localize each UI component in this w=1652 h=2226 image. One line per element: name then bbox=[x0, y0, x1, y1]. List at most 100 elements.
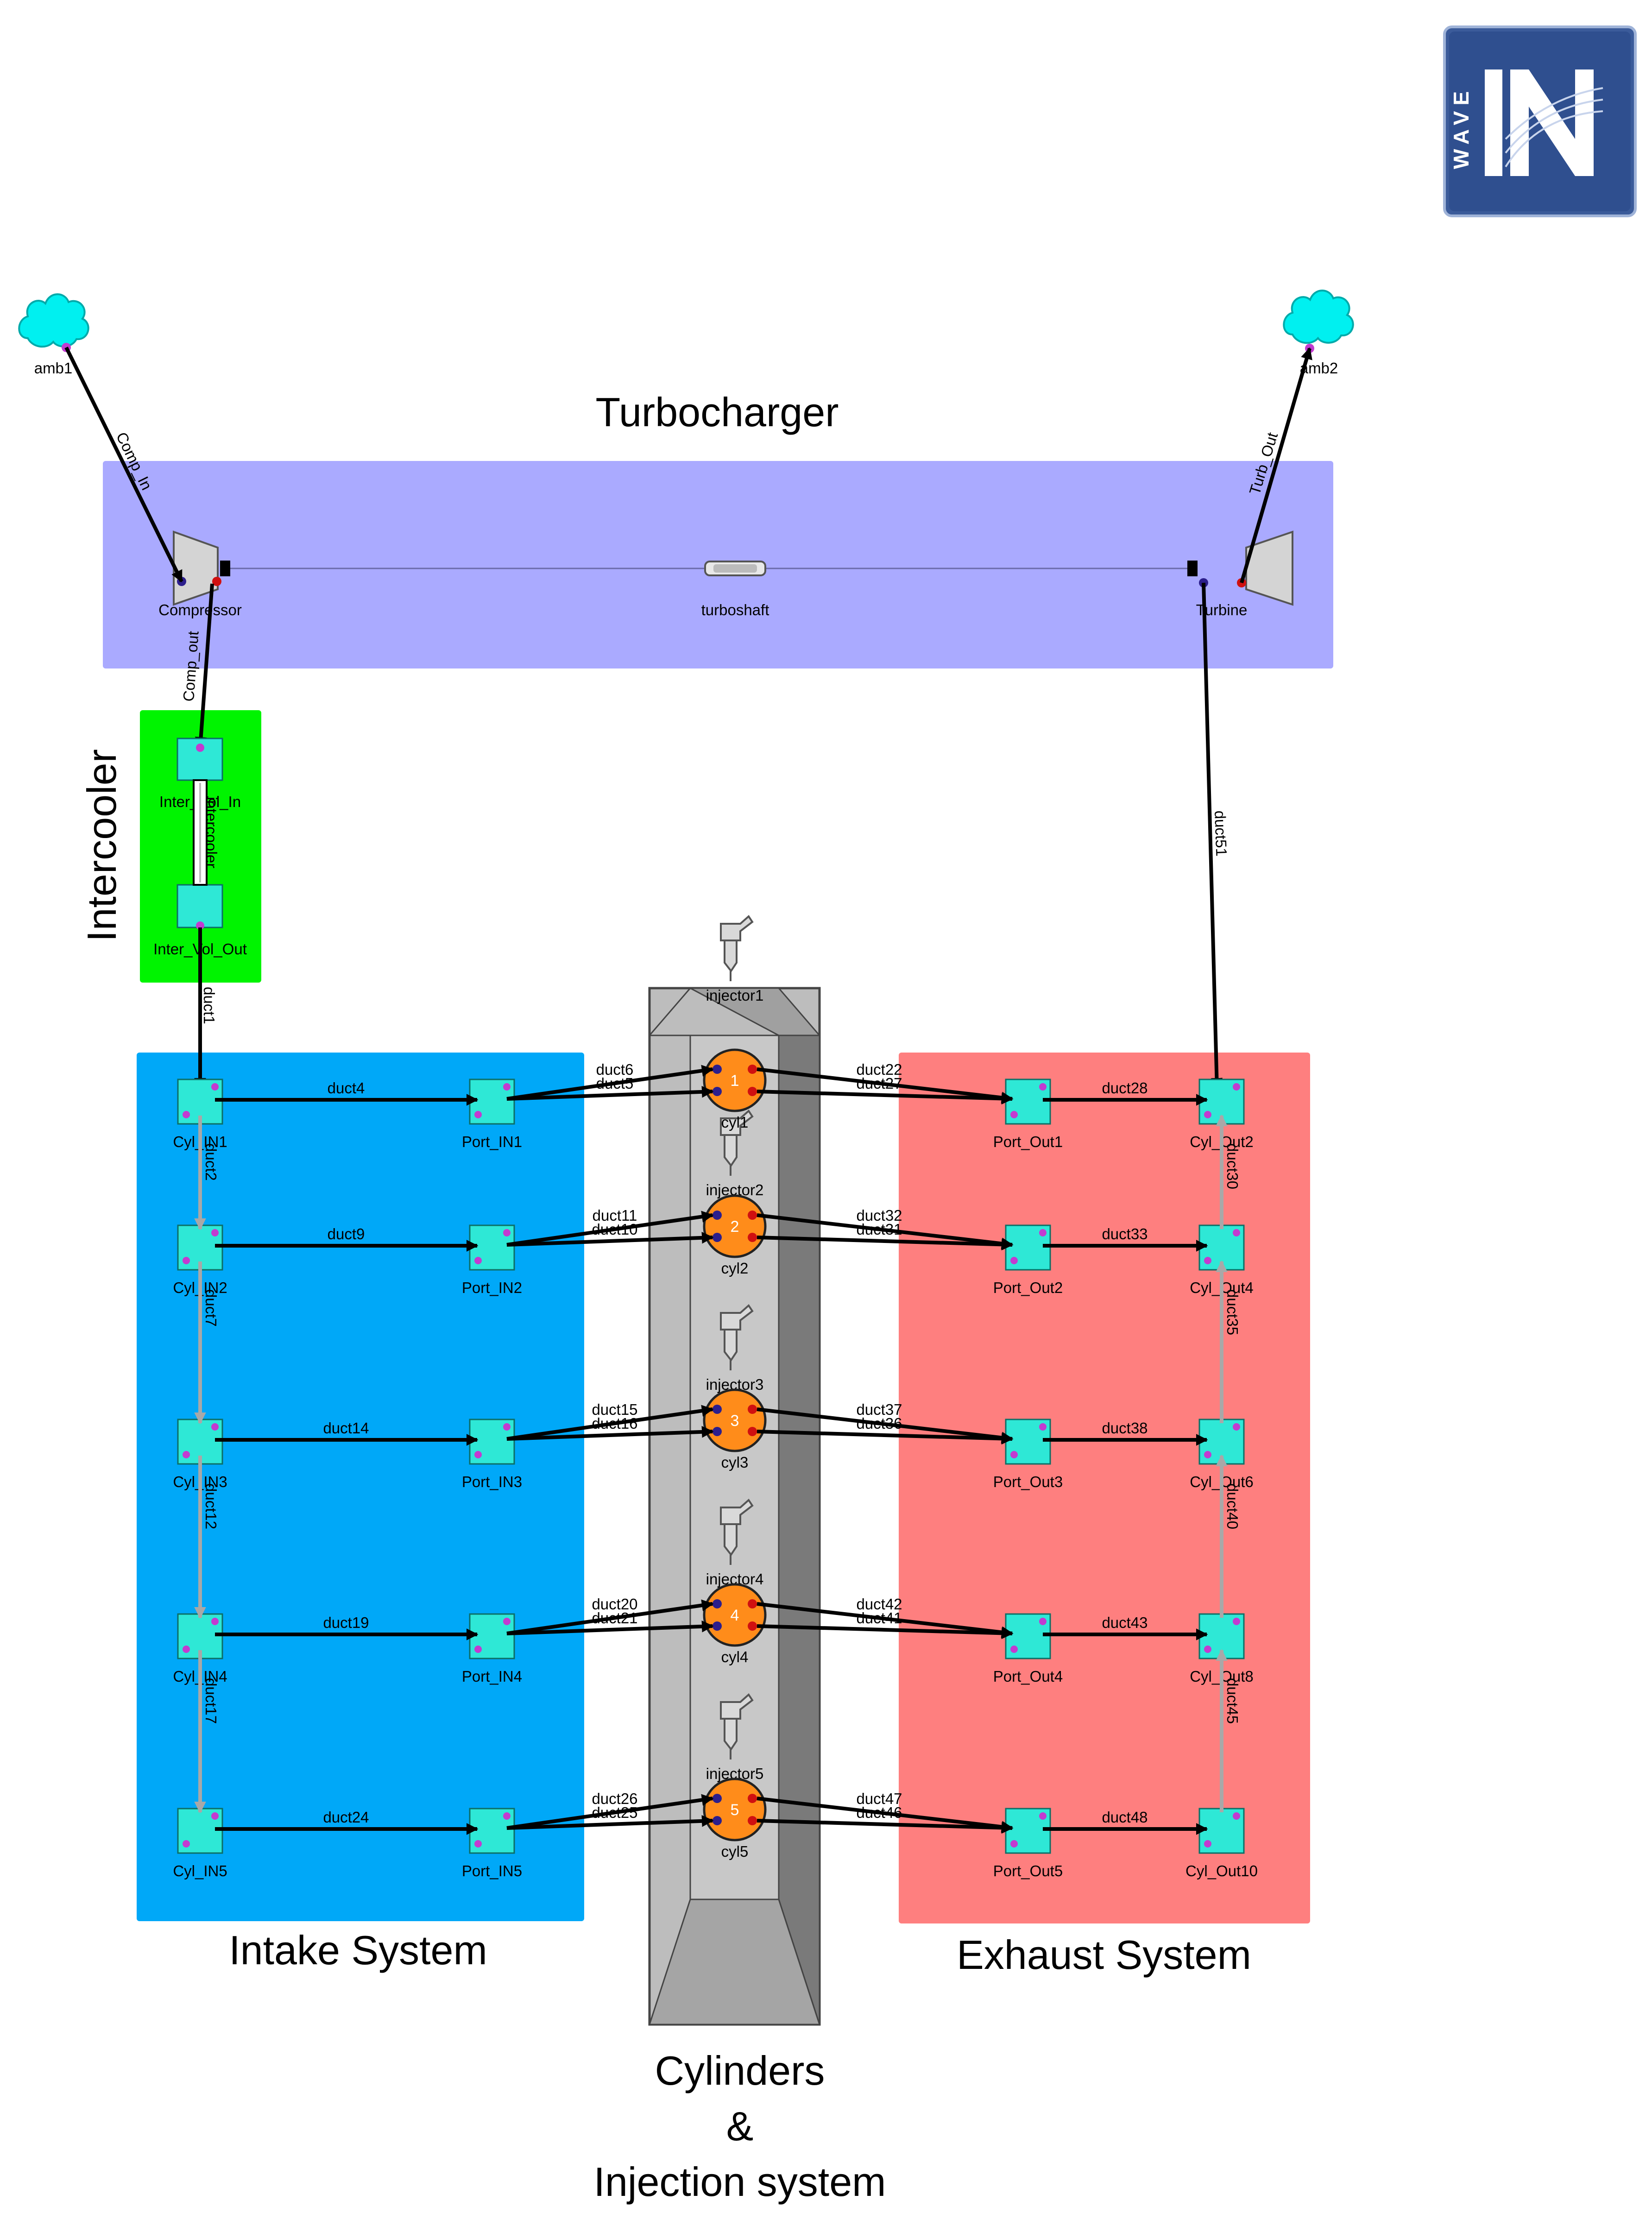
intake-vertical-duct-label: duct12 bbox=[202, 1483, 220, 1529]
intake-duct-b-2[interactable] bbox=[506, 1232, 714, 1247]
port-in-2-label: Port_IN2 bbox=[462, 1279, 522, 1296]
engine-rows: injector1injector2injector3injector4inje… bbox=[173, 914, 1258, 1879]
intake-duct-mid-label: duct24 bbox=[323, 1809, 369, 1826]
exhaust-duct-mid-label: duct38 bbox=[1102, 1419, 1148, 1437]
turboshaft[interactable]: turboshaft bbox=[701, 561, 769, 618]
injector-label: injector1 bbox=[706, 987, 764, 1004]
duct1-label: duct1 bbox=[201, 987, 218, 1024]
duct-comp-in[interactable] bbox=[64, 347, 183, 583]
exhaust-duct-b-4[interactable] bbox=[757, 1624, 1014, 1640]
ambient-amb2[interactable]: amb2 bbox=[1283, 290, 1354, 377]
duct-turb-out[interactable] bbox=[1240, 347, 1312, 584]
compressor[interactable]: Compressor bbox=[158, 530, 242, 618]
intake-duct-a-3[interactable] bbox=[506, 1405, 714, 1441]
cyl-in-4[interactable]: Cyl_IN4 bbox=[173, 1613, 227, 1685]
turboshaft-label: turboshaft bbox=[701, 601, 769, 618]
intake-duct-b-1[interactable] bbox=[506, 1086, 714, 1101]
amb1-label: amb1 bbox=[34, 359, 73, 377]
port-in-3-label: Port_IN3 bbox=[462, 1473, 522, 1490]
intercooler-title: Intercooler bbox=[79, 749, 125, 942]
exhaust-duct-b-5[interactable] bbox=[757, 1819, 1014, 1834]
intake-duct-b-3[interactable] bbox=[506, 1426, 714, 1441]
intake-duct-mid-label: duct14 bbox=[323, 1419, 369, 1437]
intake-duct-a-2[interactable] bbox=[506, 1211, 714, 1247]
exhaust-duct-b-2[interactable] bbox=[757, 1236, 1014, 1251]
intake-duct-a-4[interactable] bbox=[506, 1599, 714, 1635]
port-out-5-label: Port_Out5 bbox=[993, 1862, 1063, 1879]
cylinders-title-line3: Injection system bbox=[594, 2159, 886, 2205]
cyl-out-5[interactable]: Cyl_Out10 bbox=[1185, 1808, 1258, 1879]
exhaust-duct-a-label: duct37 bbox=[856, 1401, 902, 1418]
intake-duct-a-label: duct15 bbox=[592, 1401, 637, 1418]
intake-duct-a-5[interactable] bbox=[506, 1794, 714, 1830]
exhaust-duct-a-3[interactable] bbox=[757, 1407, 1014, 1444]
intake-duct-b-label: duct10 bbox=[592, 1221, 637, 1238]
duct51-label: duct51 bbox=[1211, 810, 1230, 857]
intercooler-core-label: intercooler bbox=[203, 797, 220, 868]
injector-4[interactable]: injector4 bbox=[706, 1498, 764, 1588]
cylinder-label: cyl1 bbox=[721, 1114, 749, 1131]
cylinder-3[interactable]: 3 cyl3 bbox=[703, 1388, 767, 1471]
intake-vertical-duct-label: duct17 bbox=[202, 1678, 220, 1724]
port-out-1-label: Port_Out1 bbox=[993, 1133, 1063, 1150]
intercooler-core[interactable]: intercooler bbox=[193, 779, 220, 886]
injector-1[interactable]: injector1 bbox=[706, 914, 764, 1004]
cylinder-number: 4 bbox=[731, 1607, 739, 1624]
cyl-in-5[interactable]: Cyl_IN5 bbox=[173, 1808, 227, 1879]
ambient-amb1[interactable]: amb1 bbox=[18, 293, 89, 377]
port-out-3-label: Port_Out3 bbox=[993, 1473, 1063, 1490]
intake-duct-b-label: duct21 bbox=[592, 1609, 637, 1627]
exhaust-duct-b-label: duct46 bbox=[856, 1804, 902, 1821]
exhaust-duct-a-label: duct32 bbox=[856, 1207, 902, 1224]
cylinder-number: 2 bbox=[731, 1218, 739, 1236]
exhaust-duct-a-2[interactable] bbox=[757, 1213, 1014, 1250]
port-in-4-label: Port_IN4 bbox=[462, 1668, 522, 1685]
exhaust-duct-mid-label: duct28 bbox=[1102, 1079, 1148, 1097]
exhaust-duct-b-label: duct31 bbox=[856, 1221, 902, 1238]
exhaust-duct-a-4[interactable] bbox=[757, 1602, 1014, 1639]
exhaust-duct-a-1[interactable] bbox=[757, 1067, 1014, 1104]
cyl-out-5-label: Cyl_Out10 bbox=[1185, 1862, 1258, 1879]
turbocharger-title: Turbocharger bbox=[596, 389, 839, 435]
intake-duct-a-1[interactable] bbox=[506, 1065, 714, 1101]
cloud-icon bbox=[1283, 290, 1354, 344]
intake-vertical-duct-label: duct2 bbox=[202, 1143, 220, 1181]
intake-duct-a-label: duct20 bbox=[592, 1595, 637, 1613]
cylinder-label: cyl3 bbox=[721, 1454, 749, 1471]
duct51[interactable] bbox=[1202, 582, 1223, 1090]
cloud-icon bbox=[18, 293, 89, 348]
port-in-1[interactable]: Port_IN1 bbox=[462, 1078, 522, 1150]
exhaust-duct-b-label: duct27 bbox=[856, 1075, 902, 1092]
exhaust-duct-a-label: duct47 bbox=[856, 1790, 902, 1807]
intake-duct-mid-label: duct9 bbox=[328, 1225, 365, 1242]
port-in-1-label: Port_IN1 bbox=[462, 1133, 522, 1150]
exhaust-duct-b-3[interactable] bbox=[757, 1430, 1014, 1445]
port-in-2[interactable]: Port_IN2 bbox=[462, 1224, 522, 1296]
duct-comp-out[interactable] bbox=[195, 583, 214, 749]
exhaust-duct-mid-label: duct48 bbox=[1102, 1809, 1148, 1826]
cylinder-number: 3 bbox=[731, 1412, 739, 1430]
intake-duct-a-label: duct26 bbox=[592, 1790, 637, 1807]
intake-duct-a-label: duct6 bbox=[596, 1061, 634, 1078]
intake-duct-mid-label: duct19 bbox=[323, 1614, 369, 1631]
exhaust-vertical-duct-label: duct30 bbox=[1224, 1143, 1241, 1189]
exhaust-duct-a-5[interactable] bbox=[757, 1797, 1014, 1833]
port-in-3[interactable]: Port_IN3 bbox=[462, 1419, 522, 1490]
exhaust-duct-b-1[interactable] bbox=[757, 1090, 1014, 1105]
intake-duct-mid-label: duct4 bbox=[328, 1079, 365, 1097]
intake-duct-b-4[interactable] bbox=[506, 1621, 714, 1635]
port-out-5[interactable]: Port_Out5 bbox=[993, 1808, 1063, 1879]
exhaust-vertical-duct-label: duct40 bbox=[1224, 1483, 1241, 1529]
port-in-4[interactable]: Port_IN4 bbox=[462, 1613, 522, 1685]
port-in-5[interactable]: Port_IN5 bbox=[462, 1808, 522, 1879]
exhaust-system-title: Exhaust System bbox=[957, 1932, 1251, 1978]
intake-duct-a-label: duct11 bbox=[593, 1207, 637, 1224]
compressor-label: Compressor bbox=[158, 601, 242, 618]
intake-duct-b-5[interactable] bbox=[506, 1815, 714, 1830]
intake-duct-b-label: duct5 bbox=[596, 1075, 634, 1092]
